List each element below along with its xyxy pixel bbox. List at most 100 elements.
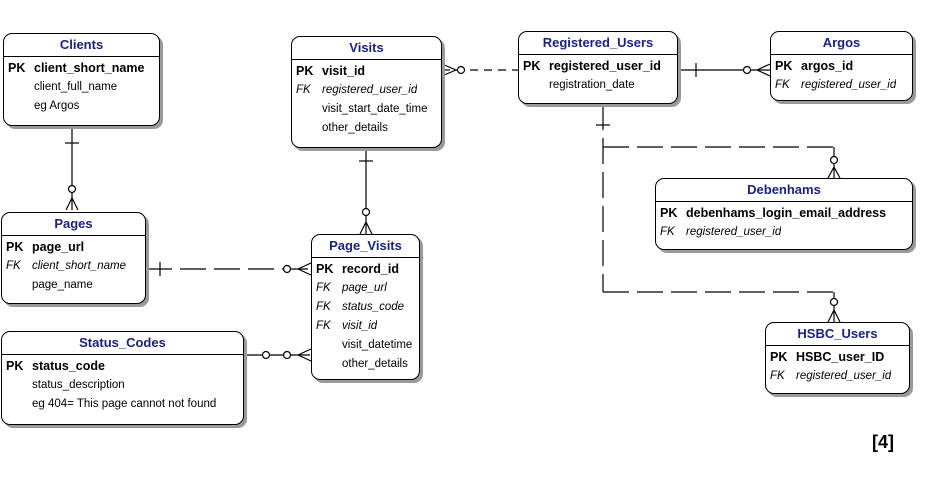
field-name: page_url bbox=[342, 282, 387, 294]
field-name: registered_user_id bbox=[801, 79, 897, 91]
key-label: PK bbox=[8, 61, 26, 75]
field-row: other_details bbox=[292, 119, 441, 138]
key-label bbox=[4, 78, 34, 97]
rel-pages-page-visits bbox=[146, 262, 312, 276]
field-row: FK page_url bbox=[312, 279, 419, 298]
key-label: FK bbox=[775, 79, 790, 91]
key-label: PK bbox=[6, 240, 24, 254]
key-label: FK bbox=[316, 320, 331, 332]
key-label: PK bbox=[6, 359, 24, 373]
key-label: PK bbox=[775, 59, 793, 73]
field-name: client_short_name bbox=[32, 260, 126, 272]
field-row: visit_start_date_time bbox=[292, 100, 441, 119]
field-name: registered_user_id bbox=[796, 370, 892, 382]
entity-title: Debenhams bbox=[656, 179, 912, 202]
rel-status-codes-page-visits bbox=[244, 348, 312, 362]
key-label: FK bbox=[296, 84, 311, 96]
field-row: visit_datetime bbox=[312, 336, 419, 355]
field-name: visit_start_date_time bbox=[322, 103, 428, 115]
rel-registered-users-subtypes bbox=[596, 104, 841, 323]
field-name: registered_user_id bbox=[322, 84, 418, 96]
field-row: FK registered_user_id bbox=[771, 76, 912, 95]
field-row: FK visit_id bbox=[312, 317, 419, 336]
field-name: client_short_name bbox=[34, 61, 145, 75]
field-row: PK client_short_name bbox=[4, 59, 159, 78]
key-label bbox=[312, 336, 342, 355]
field-name: page_name bbox=[32, 279, 93, 291]
field-row: PK page_url bbox=[2, 238, 145, 257]
key-label: FK bbox=[660, 226, 675, 238]
field-name: registered_user_id bbox=[686, 226, 782, 238]
field-row: eg 404= This page cannot not found bbox=[2, 395, 243, 414]
field-row: FK registered_user_id bbox=[292, 81, 441, 100]
entity-title: HSBC_Users bbox=[766, 323, 909, 346]
entity-title: Status_Codes bbox=[2, 332, 243, 355]
entity-debenhams[interactable]: Debenhams PK debenhams_login_email_addres… bbox=[655, 178, 913, 250]
field-name: argos_id bbox=[801, 59, 854, 73]
field-name: registration_date bbox=[549, 79, 635, 91]
key-label bbox=[2, 395, 32, 414]
key-label: FK bbox=[316, 301, 331, 313]
key-label: PK bbox=[770, 350, 788, 364]
field-name: eg 404= This page cannot not found bbox=[32, 398, 217, 410]
key-label: FK bbox=[316, 282, 331, 294]
field-row: PK record_id bbox=[312, 260, 419, 279]
field-row: other_details bbox=[312, 355, 419, 374]
field-name: record_id bbox=[342, 262, 399, 276]
entity-hsbc-users[interactable]: HSBC_Users PK HSBC_user_ID FK registered_u… bbox=[765, 322, 910, 394]
field-row: eg Argos bbox=[4, 97, 159, 116]
marks-label: [4] bbox=[872, 432, 894, 452]
field-row: PK argos_id bbox=[771, 57, 912, 76]
key-label bbox=[2, 276, 32, 295]
key-label: PK bbox=[316, 262, 334, 276]
field-name: status_description bbox=[32, 379, 125, 391]
entity-title: Page_Visits bbox=[312, 235, 419, 258]
field-row: FK registered_user_id bbox=[766, 367, 909, 386]
key-label: FK bbox=[6, 260, 21, 272]
entity-title: Argos bbox=[771, 32, 912, 55]
field-name: visit_id bbox=[342, 320, 378, 332]
entity-argos[interactable]: Argos PK argos_id FK registered_user_id bbox=[770, 31, 913, 101]
field-name: eg Argos bbox=[34, 100, 80, 112]
key-label bbox=[519, 76, 549, 95]
field-name: page_url bbox=[32, 240, 85, 254]
field-row: PK status_code bbox=[2, 357, 243, 376]
field-name: visit_datetime bbox=[342, 339, 413, 351]
field-row: client_full_name bbox=[4, 78, 159, 97]
entity-title: Registered_Users bbox=[519, 32, 677, 55]
key-label bbox=[2, 376, 32, 395]
rel-visits-registered-users bbox=[441, 63, 518, 77]
field-name: other_details bbox=[342, 358, 408, 370]
field-row: FK client_short_name bbox=[2, 257, 145, 276]
field-name: debenhams_login_email_address bbox=[686, 206, 887, 220]
entity-title: Pages bbox=[2, 213, 145, 236]
field-name: registered_user_id bbox=[549, 59, 661, 73]
key-label bbox=[312, 355, 342, 374]
key-label: FK bbox=[770, 370, 785, 382]
entity-title: Visits bbox=[292, 37, 441, 60]
rel-visits-page-visits bbox=[359, 148, 373, 235]
field-name: other_details bbox=[322, 122, 388, 134]
field-row: FK registered_user_id bbox=[656, 223, 912, 242]
field-row: page_name bbox=[2, 276, 145, 295]
field-row: PK HSBC_user_ID bbox=[766, 348, 909, 367]
field-name: status_code bbox=[32, 359, 105, 373]
entity-status-codes[interactable]: Status_Codes PK status_code status_descri… bbox=[1, 331, 244, 425]
entity-pages[interactable]: Pages PK page_url FK client_short_name pag… bbox=[1, 212, 146, 304]
rel-registered-users-argos bbox=[678, 63, 771, 77]
field-row: PK debenhams_login_email_address bbox=[656, 204, 912, 223]
field-name: HSBC_user_ID bbox=[796, 350, 885, 364]
field-row: registration_date bbox=[519, 76, 677, 95]
key-label: PK bbox=[660, 206, 678, 220]
rel-clients-pages bbox=[65, 126, 79, 211]
key-label bbox=[4, 97, 34, 116]
field-row: status_description bbox=[2, 376, 243, 395]
